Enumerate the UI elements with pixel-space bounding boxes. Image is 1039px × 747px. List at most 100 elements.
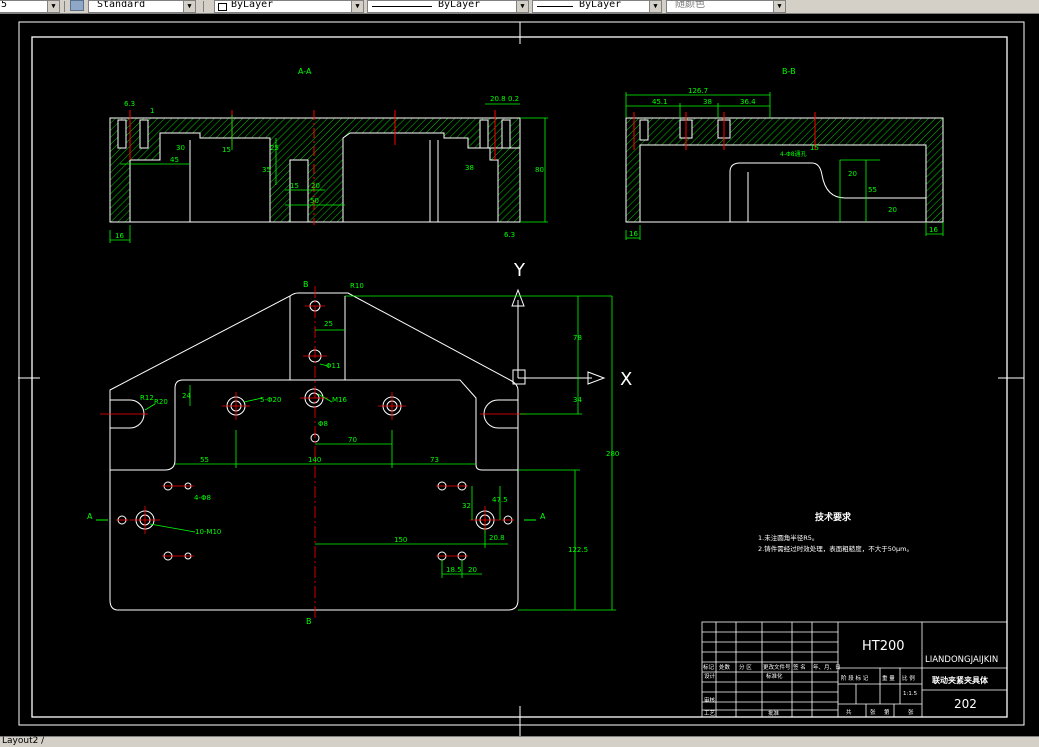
tb-label-std: 标准化 [766,672,783,680]
chevron-down-icon[interactable]: ▼ [351,1,363,12]
tb-header-mark: 标记 [703,663,715,671]
bb-dim-45-1: 45.1 [652,98,668,106]
bb-dim-20: 20 [848,170,857,178]
plan-dim-phi11: Φ11 [326,362,340,370]
plan-dimensions: R10 25 Φ11 78 R12 R20 24 5-Φ20 M16 34 Φ8… [140,282,619,611]
cut-a-left-label: A [87,512,93,521]
tb-label-design: 设计 [704,672,716,680]
bb-dim-126-7: 126.7 [688,87,708,95]
plan-centerlines [100,286,526,620]
plan-dim-18-5: 18.5 [446,566,462,574]
color-value: ByLayer [231,0,274,10]
tb-sheet: 张 [908,708,914,716]
plan-dim-25: 25 [324,320,333,328]
plan-dim-73: 73 [430,456,439,464]
chevron-down-icon[interactable]: ▼ [47,1,59,12]
tb-header-zone: 分 区 [739,663,752,671]
note-2: 2.铸件需经过时效处理，表面粗糙度，不大于50μm。 [758,544,913,553]
cut-b-top-label: B [303,280,309,289]
text-style-combo[interactable]: Standard ▼ [88,0,196,13]
plan-dim-150: 150 [394,536,407,544]
plan-dim-122-5: 122.5 [568,546,588,554]
outer-frame [18,21,1025,726]
layer-value: 5 [1,0,8,10]
aa-dim-45: 45 [170,156,179,164]
section-bb-view [625,112,944,223]
tb-header-docno: 更改文件号 [763,663,791,671]
properties-toolbar: 5 ▼ Standard ▼ ByLayer ▼ ByLayer ▼ ByLay… [0,0,1039,14]
plan-dim-phi8: Φ8 [318,420,328,428]
bb-dim-20b: 20 [888,206,897,214]
bb-dim-16b: 16 [929,226,938,234]
plan-dim-70: 70 [348,436,357,444]
tb-sheets: 张 [870,708,876,716]
aa-dim-30: 30 [176,144,185,152]
chevron-down-icon[interactable]: ▼ [649,1,661,12]
cut-a-right-label: A [540,512,546,521]
bb-dim-36-4: 36.4 [740,98,756,106]
tb-drawing-no: 202 [954,697,977,711]
section-bb-label: B-B [782,67,796,76]
axis-x-label: X [620,369,632,390]
aa-dim-6-3b: 6.3 [504,231,515,239]
aa-dim-20: 20 [311,182,320,190]
plan-dim-r20: R20 [154,398,168,406]
tb-company: LIANDONGJAIJKIN [925,655,998,665]
tb-header-date: 年、月、日 [813,663,841,671]
color-combo[interactable]: ByLayer ▼ [214,0,364,13]
cut-markers: B B A A [87,280,546,626]
plan-dim-280: 280 [606,450,619,458]
plan-dim-4-phi8: 4-Φ8 [194,494,211,502]
inner-frame [31,36,1008,718]
aa-dim-15b: 15 [290,182,299,190]
coordinate-axes [511,288,606,385]
tb-header-count: 处数 [719,663,731,671]
plan-dim-32: 32 [462,502,471,510]
tb-scale: 1:1.5 [903,691,918,697]
plotstyle-value: 随颜色 [675,0,705,10]
tb-material: HT200 [862,639,905,654]
plan-dim-phi20: 5-Φ20 [260,396,281,404]
aa-dim-6-3: 6.3 [124,100,135,108]
tb-part-name: 联动夹紧夹具体 [932,675,989,685]
tb-stage-mark: 阶 段 标 记 [841,674,869,682]
bb-dim-55: 55 [868,186,877,194]
section-aa-label: A-A [298,67,312,76]
tb-total: 共 [846,708,852,716]
plan-view [109,292,526,611]
bb-dim-15: 15 [810,144,819,152]
aa-dim-50: 50 [310,197,319,205]
tb-header-sign: 签 名 [793,663,806,671]
plotstyle-combo[interactable]: 随颜色 ▼ [666,0,786,13]
plan-dim-47-5: 47.5 [492,496,508,504]
note-1: 1.未注圆角半径R5。 [758,533,818,542]
layer-combo[interactable]: 5 ▼ [0,0,60,13]
layout-tab[interactable]: Layout2 / [2,736,45,746]
frame-center-marks [18,22,1024,736]
chevron-down-icon[interactable]: ▼ [773,1,785,12]
chevron-down-icon[interactable]: ▼ [516,1,528,12]
cut-b-bottom-label: B [306,617,312,626]
aa-dim-80: 80 [535,166,544,174]
toolbar-separator [64,1,65,12]
plan-dim-34: 34 [573,396,582,404]
notes-title: 技术要求 [815,511,852,523]
aa-dim-1: 1 [150,107,154,115]
section-aa-dimensions: 6.3 1 30 45 15 25 35 15 20 50 20.8 0.2 3… [109,95,548,243]
plan-dim-20-8: 20.8 [489,534,505,542]
text-style-value: Standard [97,0,146,10]
linetype-combo[interactable]: ByLayer ▼ [367,0,529,13]
axis-y-label: Y [513,260,526,281]
plan-dim-r12: R12 [140,394,154,402]
drawing-canvas[interactable]: A-A 6.3 1 30 45 15 25 3 [0,14,1039,736]
tb-stage-weight: 重 量 [882,674,895,682]
aa-dim-16: 16 [115,232,124,240]
bb-dim-phi8: 4-Φ8通孔 [780,150,807,158]
lineweight-combo[interactable]: ByLayer ▼ [532,0,662,13]
plan-dim-55: 55 [200,456,209,464]
plan-dim-24: 24 [182,392,191,400]
text-style-icon[interactable] [70,0,84,11]
lineweight-value: ByLayer [579,0,622,10]
aa-dim-38: 38 [465,164,474,172]
chevron-down-icon[interactable]: ▼ [183,1,195,12]
